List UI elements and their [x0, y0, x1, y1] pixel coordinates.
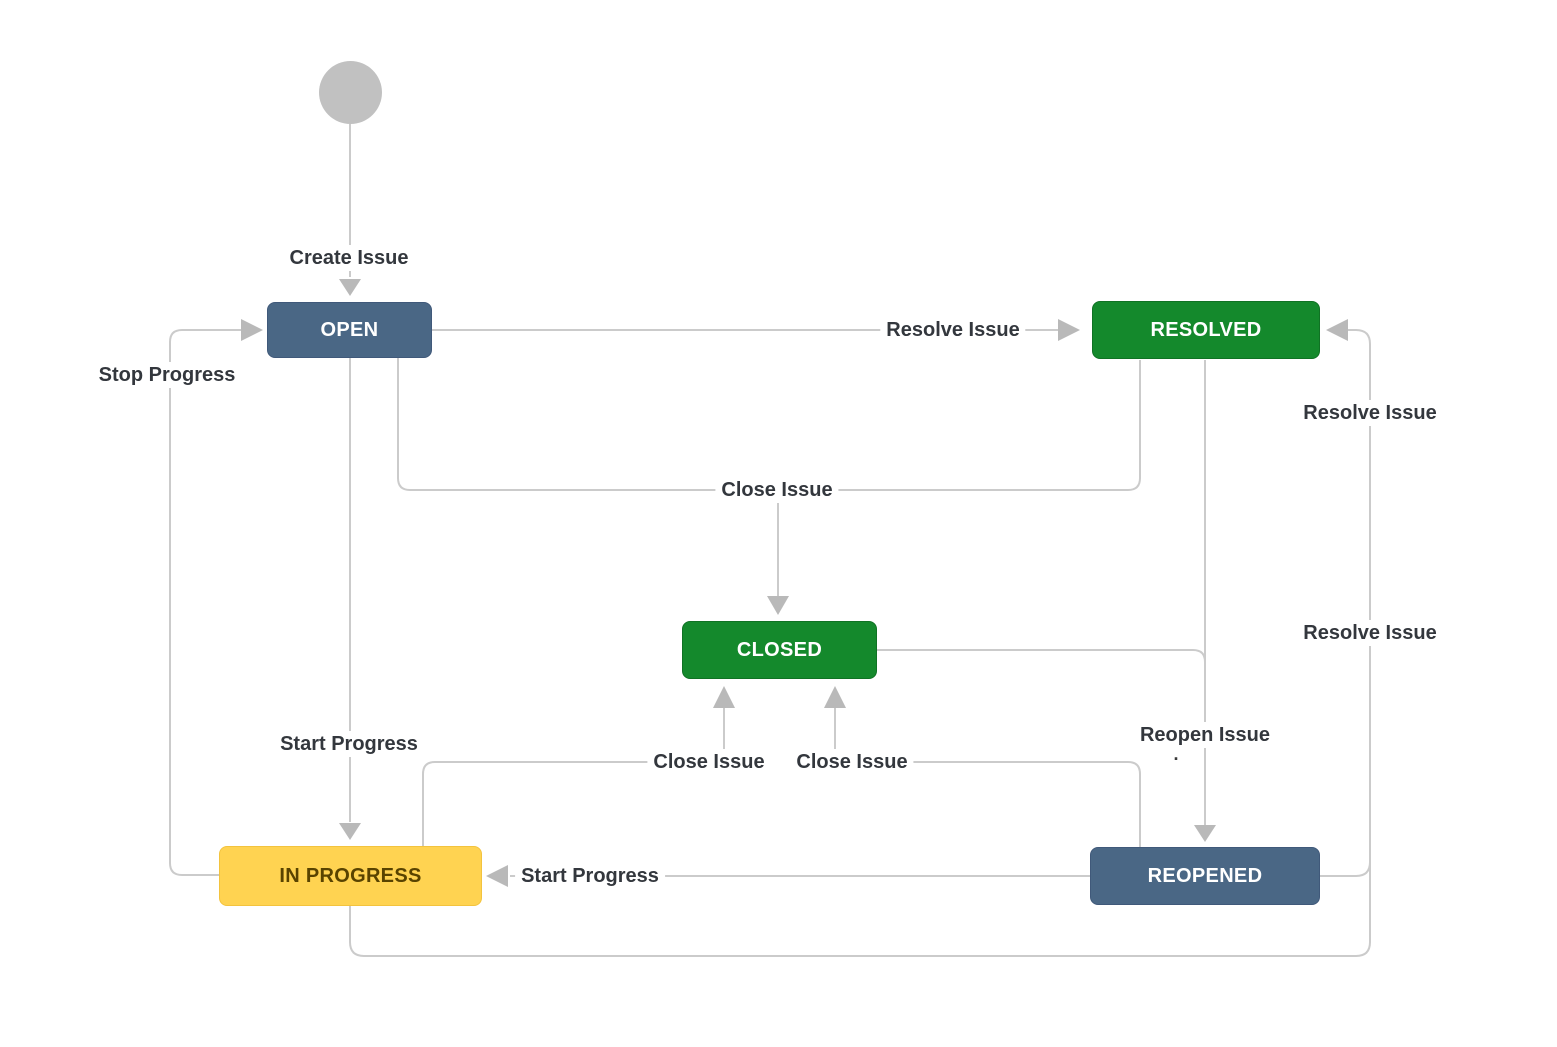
transition-label-close-issue-middle[interactable]: Close Issue — [715, 477, 839, 503]
transition-label-close-issue-reopened[interactable]: Close Issue — [790, 749, 914, 775]
arrowhead-into-closed-bottom-left — [713, 686, 735, 708]
edge-reopened-to-closed — [834, 708, 1141, 847]
node-reopened-label: REOPENED — [1147, 864, 1263, 887]
node-in-progress[interactable]: IN PROGRESS — [219, 846, 482, 906]
start-node-circle[interactable] — [319, 61, 382, 124]
edge-in-progress-to-open — [169, 329, 241, 876]
edge-in-progress-to-closed — [422, 708, 725, 846]
edge-reopened-to-resolved — [1320, 861, 1371, 877]
arrowhead-into-closed-top — [767, 596, 789, 615]
transition-label-start-progress-open[interactable]: Start Progress — [274, 731, 424, 757]
arrowhead-into-resolved-left — [1058, 319, 1080, 341]
edge-close-issue-merge — [397, 358, 1141, 491]
transition-label-stop-progress[interactable]: Stop Progress — [92, 362, 242, 388]
node-resolved-label: RESOLVED — [1150, 318, 1262, 341]
node-open-label: OPEN — [320, 318, 379, 341]
arrowhead-into-closed-bottom-right — [824, 686, 846, 708]
transition-label-create-issue[interactable]: Create Issue — [283, 245, 415, 271]
arrowhead-into-open-left — [241, 319, 263, 341]
arrowhead-into-resolved-right — [1326, 319, 1348, 341]
edge-in-progress-to-resolved — [349, 329, 1371, 957]
transition-label-close-issue-in-progress[interactable]: Close Issue — [647, 749, 771, 775]
transition-label-resolve-issue-open[interactable]: Resolve Issue — [880, 317, 1026, 343]
edge-closed-to-reopened — [877, 649, 1206, 663]
node-closed[interactable]: CLOSED — [682, 621, 877, 679]
arrowhead-into-in-progress-top — [339, 823, 361, 840]
node-closed-label: CLOSED — [736, 638, 823, 661]
node-reopened[interactable]: REOPENED — [1090, 847, 1320, 905]
transition-label-reopen-issue[interactable]: Reopen Issue — [1133, 722, 1277, 748]
arrowhead-into-in-progress-right — [486, 865, 508, 887]
node-open[interactable]: OPEN — [267, 302, 432, 358]
transition-label-resolve-issue-right-upper[interactable]: Resolve Issue — [1297, 400, 1443, 426]
arrowhead-into-open-top — [339, 279, 361, 296]
transition-label-start-progress-reopened[interactable]: Start Progress — [515, 863, 665, 889]
node-resolved[interactable]: RESOLVED — [1092, 301, 1320, 359]
transition-label-overlap-dot: . — [1171, 744, 1181, 764]
node-in-progress-label: IN PROGRESS — [279, 864, 422, 887]
arrowhead-into-reopened-top — [1194, 825, 1216, 842]
transition-label-resolve-issue-right-lower[interactable]: Resolve Issue — [1297, 620, 1443, 646]
